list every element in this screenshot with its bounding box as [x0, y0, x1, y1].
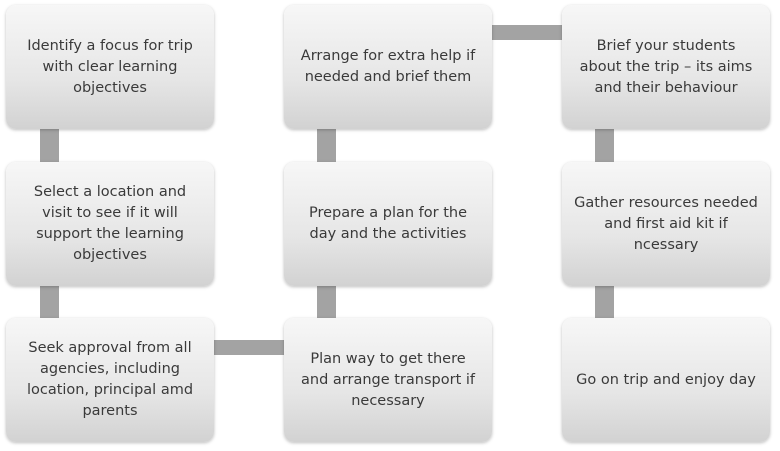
step-text: Prepare a plan for the day and the activ…: [308, 205, 468, 242]
step-box: Go on trip and enjoy day: [562, 318, 770, 442]
step-box: Plan way to get there and arrange transp…: [284, 318, 492, 442]
step-box: Select a location and visit to see if it…: [6, 162, 214, 286]
step-text: Select a location and visit to see if it…: [33, 184, 187, 263]
step-box: Prepare a plan for the day and the activ…: [284, 162, 492, 286]
step-box: Brief your students about the trip – its…: [562, 5, 770, 129]
connector: [595, 128, 614, 163]
step-text: Arrange for extra help if needed and bri…: [300, 48, 476, 85]
step-box: Arrange for extra help if needed and bri…: [284, 5, 492, 129]
step-box: Seek approval from all agencies, includi…: [6, 318, 214, 442]
step-text: Plan way to get there and arrange transp…: [301, 350, 475, 409]
connector: [40, 128, 59, 163]
connector: [317, 128, 336, 163]
step-box: Identify a focus for trip with clear lea…: [6, 5, 214, 129]
step-text: Gather resources needed and first aid ki…: [574, 194, 758, 253]
connector: [212, 340, 286, 355]
step-text: Brief your students about the trip – its…: [579, 37, 753, 96]
step-text: Identify a focus for trip with clear lea…: [27, 37, 193, 96]
connector: [490, 25, 564, 40]
connector: [317, 285, 336, 320]
step-box: Gather resources needed and first aid ki…: [562, 162, 770, 286]
step-text: Seek approval from all agencies, includi…: [26, 340, 194, 419]
connector: [595, 285, 614, 320]
step-text: Go on trip and enjoy day: [576, 371, 756, 388]
connector: [40, 285, 59, 320]
